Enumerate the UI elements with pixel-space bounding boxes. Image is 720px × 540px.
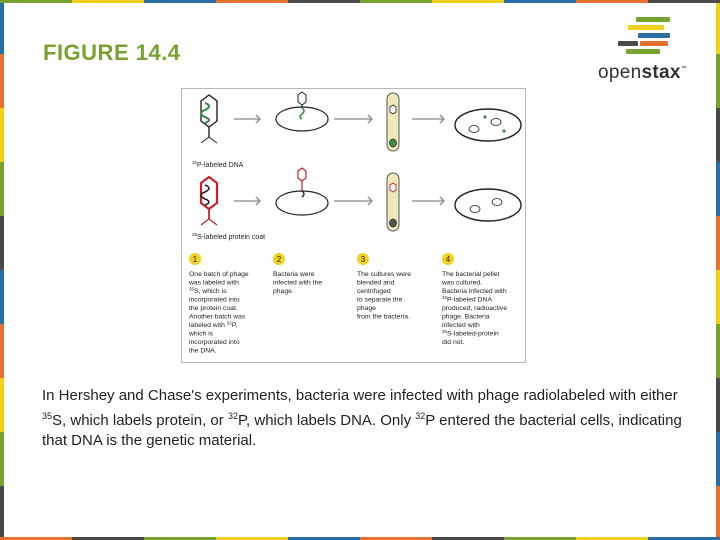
culture-dish-icon [454,188,522,222]
logo-wordmark: openstax™ [598,62,688,83]
svg-text:1: 1 [193,255,198,264]
dna-labeled-phage-icon [199,94,218,144]
hershey-chase-figure: 32P-labeled DNA [181,88,526,363]
protein-labeled-phage-icon [199,175,219,226]
centrifuge-tube-icon [386,92,400,152]
svg-text:2: 2 [277,255,282,264]
step-3-badge: 3 [357,253,369,265]
step-1-description: One batch of phage was labeled with 35S,… [188,271,251,355]
step-2-description: Bacteria were infected with the phage. [273,271,324,295]
figure-caption: In Hershey and Chase's experiments, bact… [42,387,682,449]
logo-bars-icon [610,16,670,56]
step-4-badge: 4 [442,253,454,265]
openstax-logo: openstax™ [596,16,701,86]
step-3-description: The cultures were blended and centrifuge… [357,271,413,321]
bottom-color-border [0,537,720,540]
svg-text:35S-labeled protein coat: 35S-labeled protein coat [192,232,265,241]
step-4-description: The bacterial pellet was cultured. Bacte… [441,271,509,346]
left-color-strip [0,0,4,540]
step-2-badge: 2 [273,253,285,265]
bacterium-infection-icon [275,167,329,216]
svg-text:32P-labeled DNA: 32P-labeled DNA [192,160,244,169]
svg-text:4: 4 [446,255,451,264]
culture-dish-icon [454,108,522,142]
slide-title: FIGURE 14.4 [43,40,181,65]
centrifuge-tube-icon [386,172,400,232]
step-1-badge: 1 [189,253,201,265]
right-color-strip [716,0,720,540]
top-color-border [0,0,720,3]
bacterium-infection-icon [275,91,329,132]
svg-text:3: 3 [361,255,366,264]
